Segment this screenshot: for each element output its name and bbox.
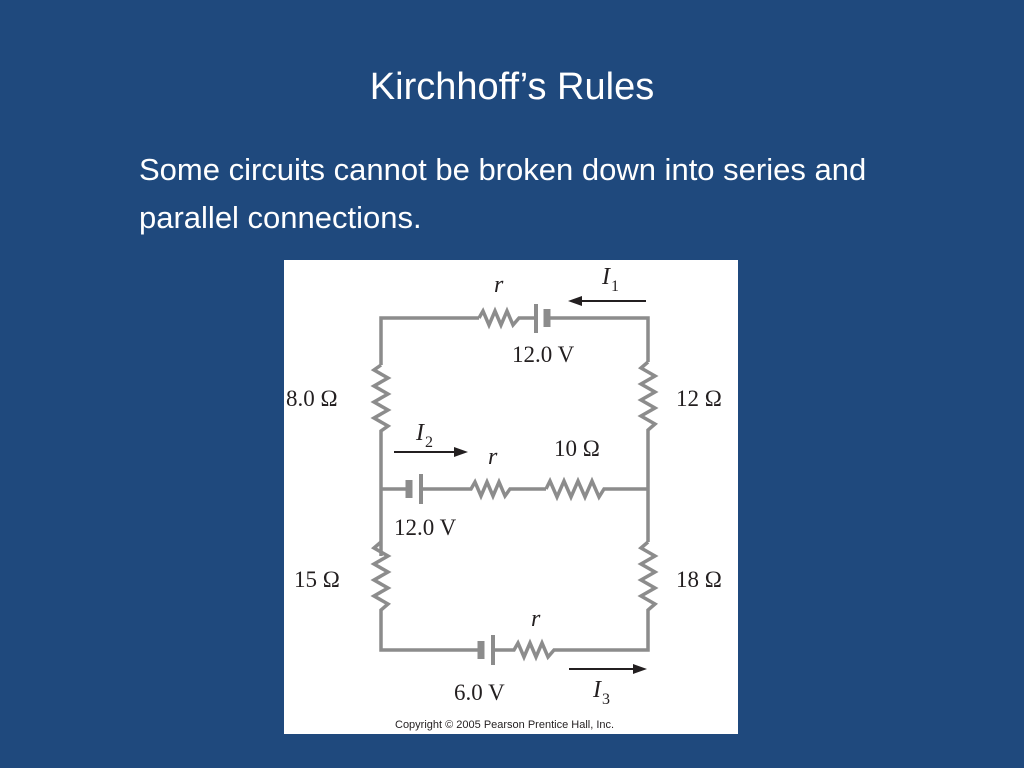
current-i1-subscript: 1 bbox=[611, 278, 619, 295]
slide-body-text: Some circuits cannot be broken down into… bbox=[139, 152, 867, 235]
top-resistor-r-label: r bbox=[494, 272, 504, 298]
current-i3-arrowhead bbox=[633, 664, 647, 674]
middle-resistor-10 bbox=[544, 476, 648, 502]
current-i2-label: I2 bbox=[415, 420, 433, 451]
slide-title: Kirchhoff’s Rules bbox=[369, 66, 655, 108]
left-upper-resistor bbox=[370, 363, 392, 556]
right-upper-resistor-label: 12 Ω bbox=[676, 386, 722, 411]
current-i1-arrowhead bbox=[568, 296, 582, 306]
current-i2-subscript: 2 bbox=[425, 434, 433, 451]
circuit-diagram: r 12.0 V I1 8.0 Ω 12 Ω I2 r 10 Ω 12.0 V … bbox=[284, 260, 738, 734]
current-i3-subscript: 3 bbox=[602, 691, 610, 708]
left-upper-resistor-label: 8.0 Ω bbox=[286, 386, 338, 411]
left-lower-resistor bbox=[370, 540, 478, 652]
middle-emf-label: 12.0 V bbox=[394, 515, 457, 540]
right-lower-resistor bbox=[564, 540, 659, 652]
copyright-text: Copyright © 2005 Pearson Prentice Hall, … bbox=[395, 719, 614, 731]
current-i1-label: I1 bbox=[601, 264, 619, 295]
bottom-resistor-r bbox=[495, 638, 564, 662]
top-emf-label: 12.0 V bbox=[512, 342, 575, 367]
current-i3-symbol: I bbox=[592, 677, 602, 703]
bottom-resistor-r-label: r bbox=[531, 606, 541, 632]
top-wire-right bbox=[549, 316, 650, 362]
right-lower-resistor-label: 18 Ω bbox=[676, 567, 722, 592]
left-lower-resistor-label: 15 Ω bbox=[294, 567, 340, 592]
circuit-svg: r 12.0 V I1 8.0 Ω 12 Ω I2 r 10 Ω 12.0 V … bbox=[286, 264, 722, 731]
middle-resistor-label: 10 Ω bbox=[554, 436, 600, 461]
middle-resistor-r bbox=[423, 477, 546, 501]
current-i2-arrowhead bbox=[454, 447, 468, 457]
right-upper-resistor bbox=[637, 360, 659, 542]
current-i1-symbol: I bbox=[601, 264, 611, 290]
bottom-emf-label: 6.0 V bbox=[454, 680, 505, 705]
current-i3-label: I3 bbox=[592, 677, 610, 708]
middle-resistor-r-label: r bbox=[488, 444, 498, 470]
top-resistor-r bbox=[477, 306, 534, 330]
top-wire-left bbox=[379, 316, 479, 365]
current-i2-symbol: I bbox=[415, 420, 425, 446]
